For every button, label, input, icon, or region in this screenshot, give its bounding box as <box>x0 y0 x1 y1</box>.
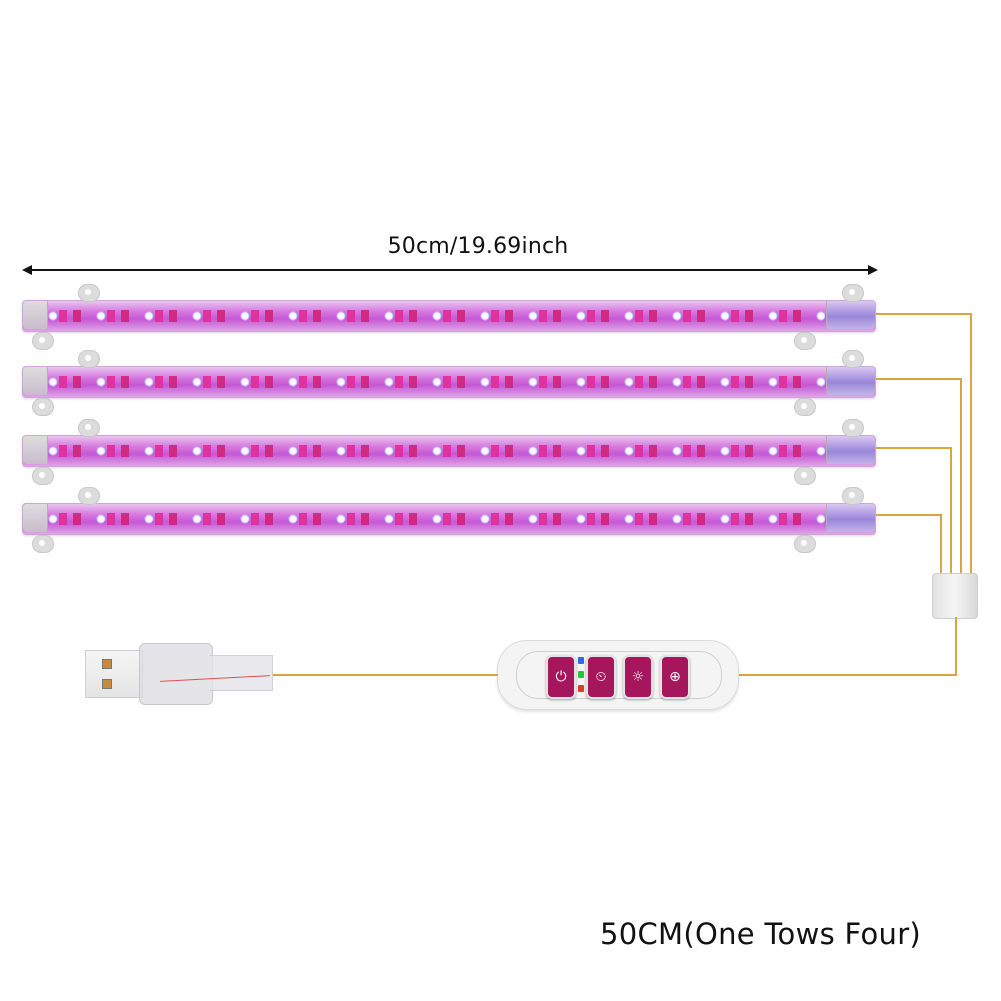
wire <box>970 313 972 575</box>
led-strip <box>47 376 825 388</box>
mount-tab-icon <box>794 398 816 416</box>
bar-end-cap <box>23 436 48 464</box>
mount-tab-icon <box>842 487 864 505</box>
controller-panel <box>516 651 722 699</box>
mount-tab-icon <box>794 467 816 485</box>
mount-tab-icon <box>32 467 54 485</box>
wire <box>955 617 957 675</box>
light-bar-2 <box>22 366 876 398</box>
usb-contact <box>102 679 112 689</box>
wire <box>876 514 942 516</box>
timer-indicator-red <box>578 685 584 692</box>
mount-tab-icon <box>32 535 54 553</box>
timer-indicator-blue <box>578 657 584 664</box>
usb-plug-icon <box>85 650 143 698</box>
wire <box>737 674 957 676</box>
light-bar-4 <box>22 503 876 535</box>
led-strip <box>47 310 825 322</box>
bar-end-cap <box>826 301 875 329</box>
light-bar-3 <box>22 435 876 467</box>
usb-housing <box>139 643 213 705</box>
mount-tab-icon <box>78 487 100 505</box>
mount-tab-icon <box>78 419 100 437</box>
mode-button[interactable]: ⊕ <box>660 655 690 699</box>
light-bar-1 <box>22 300 876 332</box>
mount-tab-icon <box>842 419 864 437</box>
wire <box>960 378 962 575</box>
led-strip <box>47 513 825 525</box>
wire <box>272 674 498 676</box>
bar-end-cap <box>826 504 875 532</box>
power-button[interactable]: ⏻ <box>546 655 576 699</box>
mount-tab-icon <box>794 535 816 553</box>
wire <box>876 378 962 380</box>
bar-end-cap <box>23 367 48 395</box>
wire <box>940 514 942 575</box>
bar-end-cap <box>23 301 48 329</box>
mount-tab-icon <box>32 398 54 416</box>
dimension-label: 50cm/19.69inch <box>387 234 569 259</box>
timer-indicator-green <box>578 671 584 678</box>
wire <box>876 313 972 315</box>
mount-tab-icon <box>794 332 816 350</box>
mount-tab-icon <box>32 332 54 350</box>
brightness-button[interactable]: ☼ <box>623 655 653 699</box>
usb-contact <box>102 659 112 669</box>
mount-tab-icon <box>78 284 100 302</box>
inline-controller: ⏻ ⏲ ☼ ⊕ <box>497 640 739 710</box>
timer-button[interactable]: ⏲ <box>586 655 616 699</box>
bar-end-cap <box>23 504 48 532</box>
bar-end-cap <box>826 436 875 464</box>
wire <box>950 447 952 575</box>
mount-tab-icon <box>842 284 864 302</box>
product-caption: 50CM(One Tows Four) <box>600 917 922 951</box>
mount-tab-icon <box>78 350 100 368</box>
dimension-arrow <box>22 265 878 275</box>
wire <box>876 447 952 449</box>
splitter-hub <box>932 573 978 619</box>
mount-tab-icon <box>842 350 864 368</box>
bar-end-cap <box>826 367 875 395</box>
usb-strain-relief <box>210 655 273 691</box>
led-strip <box>47 445 825 457</box>
